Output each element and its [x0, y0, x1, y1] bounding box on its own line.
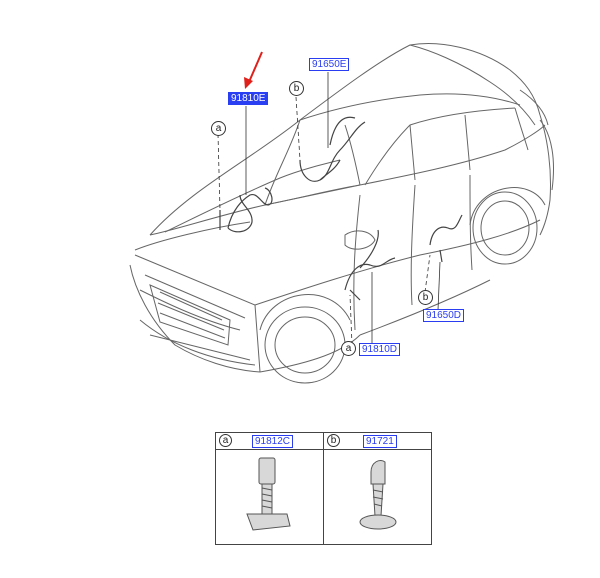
part-label-front-door[interactable]: 91810D: [359, 343, 401, 356]
legend-part-91721[interactable]: 91721: [363, 435, 397, 448]
parts-legend-table: a 91812C b 91721: [215, 432, 432, 545]
part-label-main[interactable]: 91810E: [228, 92, 269, 105]
callout-a-windshield: a: [211, 121, 226, 136]
legend-part-91812c[interactable]: 91812C: [252, 435, 294, 448]
red-arrow: [244, 51, 263, 89]
part-label-rear-door[interactable]: 91650D: [423, 309, 465, 322]
wiring-harness-lines: [219, 116, 463, 301]
leader-lines: [217, 72, 441, 346]
legend-divider: [323, 433, 324, 544]
callout-a-front-door: a: [341, 341, 356, 356]
car-body-outline: [129, 43, 554, 384]
legend-callout-b: b: [327, 434, 340, 447]
part-label-roof-harness[interactable]: 91650E: [309, 58, 350, 71]
clip-91812c-drawing: [246, 457, 291, 531]
callout-b-roof: b: [289, 81, 304, 96]
legend-callout-a: a: [219, 434, 232, 447]
clip-91721-drawing: [359, 459, 397, 530]
callout-b-rear-door: b: [418, 290, 433, 305]
